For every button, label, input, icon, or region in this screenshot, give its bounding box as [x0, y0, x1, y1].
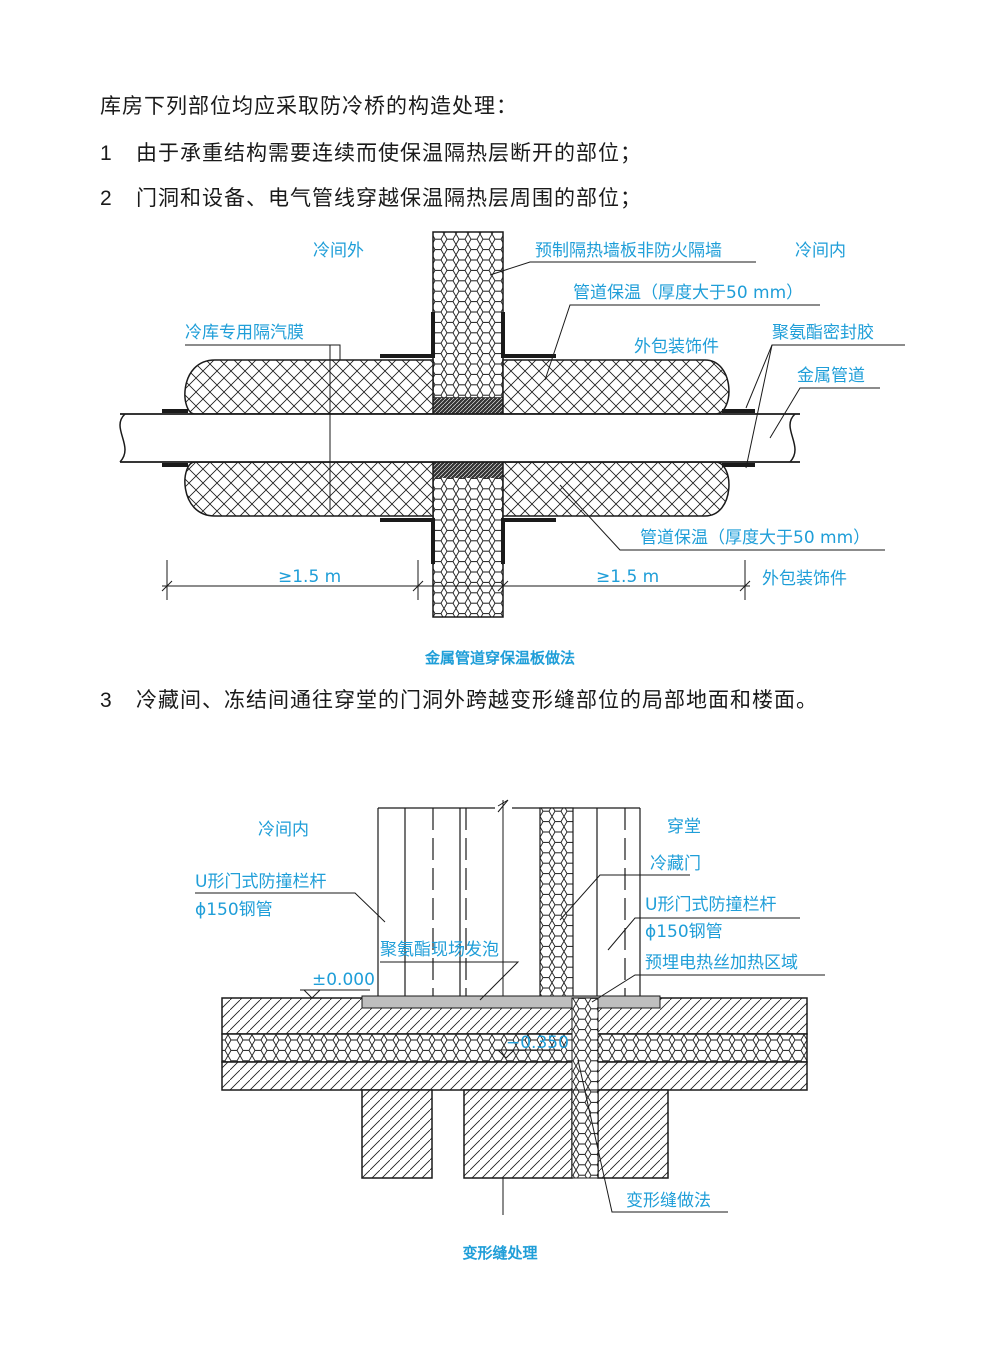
label-cold-storage-door: 冷藏门 — [650, 854, 701, 874]
insulated-wall-panel — [432, 231, 504, 618]
item-3-text: 冷藏间、冻结间通往穿堂的门洞外跨越变形缝部位的局部地面和楼面。 — [136, 688, 818, 712]
label-cold-room-outside: 冷间外 — [313, 241, 364, 261]
label-u-rail-left: U形门式防撞栏杆 — [195, 872, 326, 892]
item-2-text: 门洞和设备、电气管线穿越保温隔热层周围的部位； — [136, 186, 642, 210]
intro-text: 库房下列部位均应采取防冷桥的构造处理： — [100, 94, 518, 118]
label-pu-foam: 聚氨酯现场发泡 — [380, 940, 499, 960]
beams — [361, 1089, 669, 1179]
label-dimension-left: ≥1.5 m — [278, 567, 341, 587]
item-1: 1 由于承重结构需要连续而使保温隔热层断开的部位； — [100, 137, 642, 167]
diagram-expansion-joint: 冷间内 穿堂 U形门式防撞栏杆 ϕ150钢管 冷藏门 U形门式防撞栏杆 ϕ150… — [195, 799, 825, 1262]
door-and-rails — [377, 807, 641, 1000]
pipe-insulation — [184, 359, 730, 517]
item-2: 2 门洞和设备、电气管线穿越保温隔热层周围的部位； — [100, 182, 642, 212]
label-cold-room-inside: 冷间内 — [795, 241, 846, 261]
label-pu-sealant: 聚氨酯密封胶 — [772, 323, 874, 343]
label-expansion-joint: 变形缝做法 — [626, 1191, 711, 1211]
label-elevation-minus: −0.350 — [506, 1033, 569, 1053]
label-pipe-insulation-bottom: 管道保温（厚度大于50 mm） — [640, 528, 870, 548]
item-2-number: 2 — [100, 187, 113, 210]
item-1-number: 1 — [100, 142, 113, 165]
metal-pipe — [119, 413, 800, 463]
label-prefab-wall-panel: 预制隔热墙板非防火隔墙 — [535, 241, 722, 261]
label-cladding-top: 外包装饰件 — [634, 337, 719, 357]
caption-expansion-joint: 变形缝处理 — [462, 1244, 537, 1262]
diagram-pipe-through-panel: 冷间外 冷间内 预制隔热墙板非防火隔墙 管道保温（厚度大于50 mm） 冷库专用… — [119, 231, 905, 667]
label-pipe-insulation-top: 管道保温（厚度大于50 mm） — [573, 283, 803, 303]
label-heating-zone: 预埋电热丝加热区域 — [645, 953, 798, 973]
item-3: 3 冷藏间、冻结间通往穿堂的门洞外跨越变形缝部位的局部地面和楼面。 — [100, 684, 818, 714]
elevation-markers — [300, 989, 560, 1059]
cladding-angles — [162, 312, 755, 564]
label-cold-room-inside-2: 冷间内 — [258, 820, 309, 840]
caption-pipe-through-panel: 金属管道穿保温板做法 — [424, 649, 575, 667]
label-steel-pipe-right: ϕ150钢管 — [645, 922, 723, 942]
floor-layers — [221, 995, 808, 1091]
dimension-lines — [161, 560, 751, 600]
leader-lines-2 — [195, 874, 825, 1213]
cold-storage-door — [539, 807, 574, 999]
label-elevation-zero: ±0.000 — [312, 970, 375, 990]
label-steel-pipe-left: ϕ150钢管 — [195, 900, 273, 920]
item-3-number: 3 — [100, 689, 113, 712]
label-dimension-right: ≥1.5 m — [596, 567, 659, 587]
label-metal-pipe: 金属管道 — [797, 366, 865, 386]
leader-lines — [185, 261, 905, 551]
label-corridor: 穿堂 — [667, 817, 701, 837]
label-cladding-bottom: 外包装饰件 — [762, 569, 847, 589]
label-vapor-barrier: 冷库专用隔汽膜 — [185, 323, 304, 343]
label-u-rail-right: U形门式防撞栏杆 — [645, 895, 776, 915]
item-1-text: 由于承重结构需要连续而使保温隔热层断开的部位； — [136, 141, 642, 165]
